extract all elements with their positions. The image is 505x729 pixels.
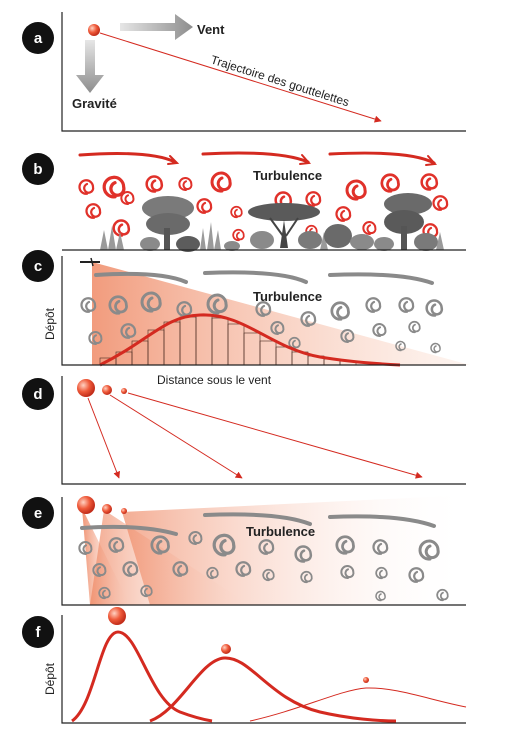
panel-d-axes: [61, 376, 466, 485]
droplet-medium: [102, 504, 112, 514]
panel-badge-b: [22, 153, 54, 185]
deposit-curve-small: [249, 687, 467, 722]
turbulence-label: Turbulence: [253, 168, 322, 183]
panel-badge-d: [22, 378, 54, 410]
panel-badge-f: [22, 616, 54, 648]
badge-letter: e: [34, 505, 42, 522]
droplet-medium: [221, 644, 231, 654]
panel-e: e: [22, 495, 470, 606]
gravity-arrow-icon: [76, 40, 104, 93]
droplet-medium: [102, 385, 112, 395]
panel-f: f Dépôt: [22, 607, 467, 724]
wind-label: Vent: [197, 22, 225, 37]
badge-letter: f: [36, 624, 42, 641]
droplet-large: [108, 607, 126, 625]
droplet-small: [363, 677, 369, 683]
trajectory-arrow: [99, 32, 382, 123]
panel-d: d: [22, 376, 466, 485]
deposit-curve: [99, 313, 401, 367]
turbulence-label: Turbulence: [246, 524, 315, 539]
spray-plume: [92, 262, 470, 365]
panel-a-axes: [61, 12, 466, 132]
badge-letter: c: [34, 258, 42, 275]
x-axis-label: Distance sous le vent: [157, 373, 272, 387]
wind-flow-arrows: [78, 151, 438, 166]
droplet: [88, 24, 100, 36]
trajectory-large: [87, 397, 120, 479]
wind-flow-arrows: [80, 512, 436, 536]
trajectory-medium: [109, 394, 243, 479]
badge-letter: d: [33, 386, 42, 403]
panel-badge-a: [22, 22, 54, 54]
droplet-small: [121, 388, 127, 394]
droplet-large: [77, 496, 95, 514]
gravity-label: Gravité: [72, 96, 117, 111]
turbulence-label: Turbulence: [253, 289, 322, 304]
y-axis-label: Dépôt: [43, 662, 57, 695]
vegetation: [100, 193, 444, 252]
panel-c-axes: [61, 256, 466, 366]
trajectory-small: [127, 392, 423, 479]
panel-badge-e: [22, 497, 54, 529]
panel-e-axes: [61, 497, 466, 606]
panel-b: b: [22, 151, 466, 252]
panel-a: a Vent Gravité Trajectoire des gouttelet…: [22, 12, 466, 132]
panel-badge-c: [22, 250, 54, 282]
droplet-large: [77, 379, 95, 397]
badge-letter: b: [33, 161, 42, 178]
badge-letter: a: [34, 30, 43, 47]
panel-c: c: [22, 250, 470, 387]
droplet-small: [121, 508, 127, 514]
wind-arrow-icon: [120, 14, 193, 40]
y-axis-label: Dépôt: [43, 307, 57, 340]
trajectory-label: Trajectoire des gouttelettes: [209, 53, 351, 110]
deposit-curve-medium: [149, 656, 397, 723]
deposit-curve-large: [71, 630, 213, 723]
panel-f-axes: [61, 615, 466, 724]
wind-flow-arrows: [94, 270, 434, 285]
